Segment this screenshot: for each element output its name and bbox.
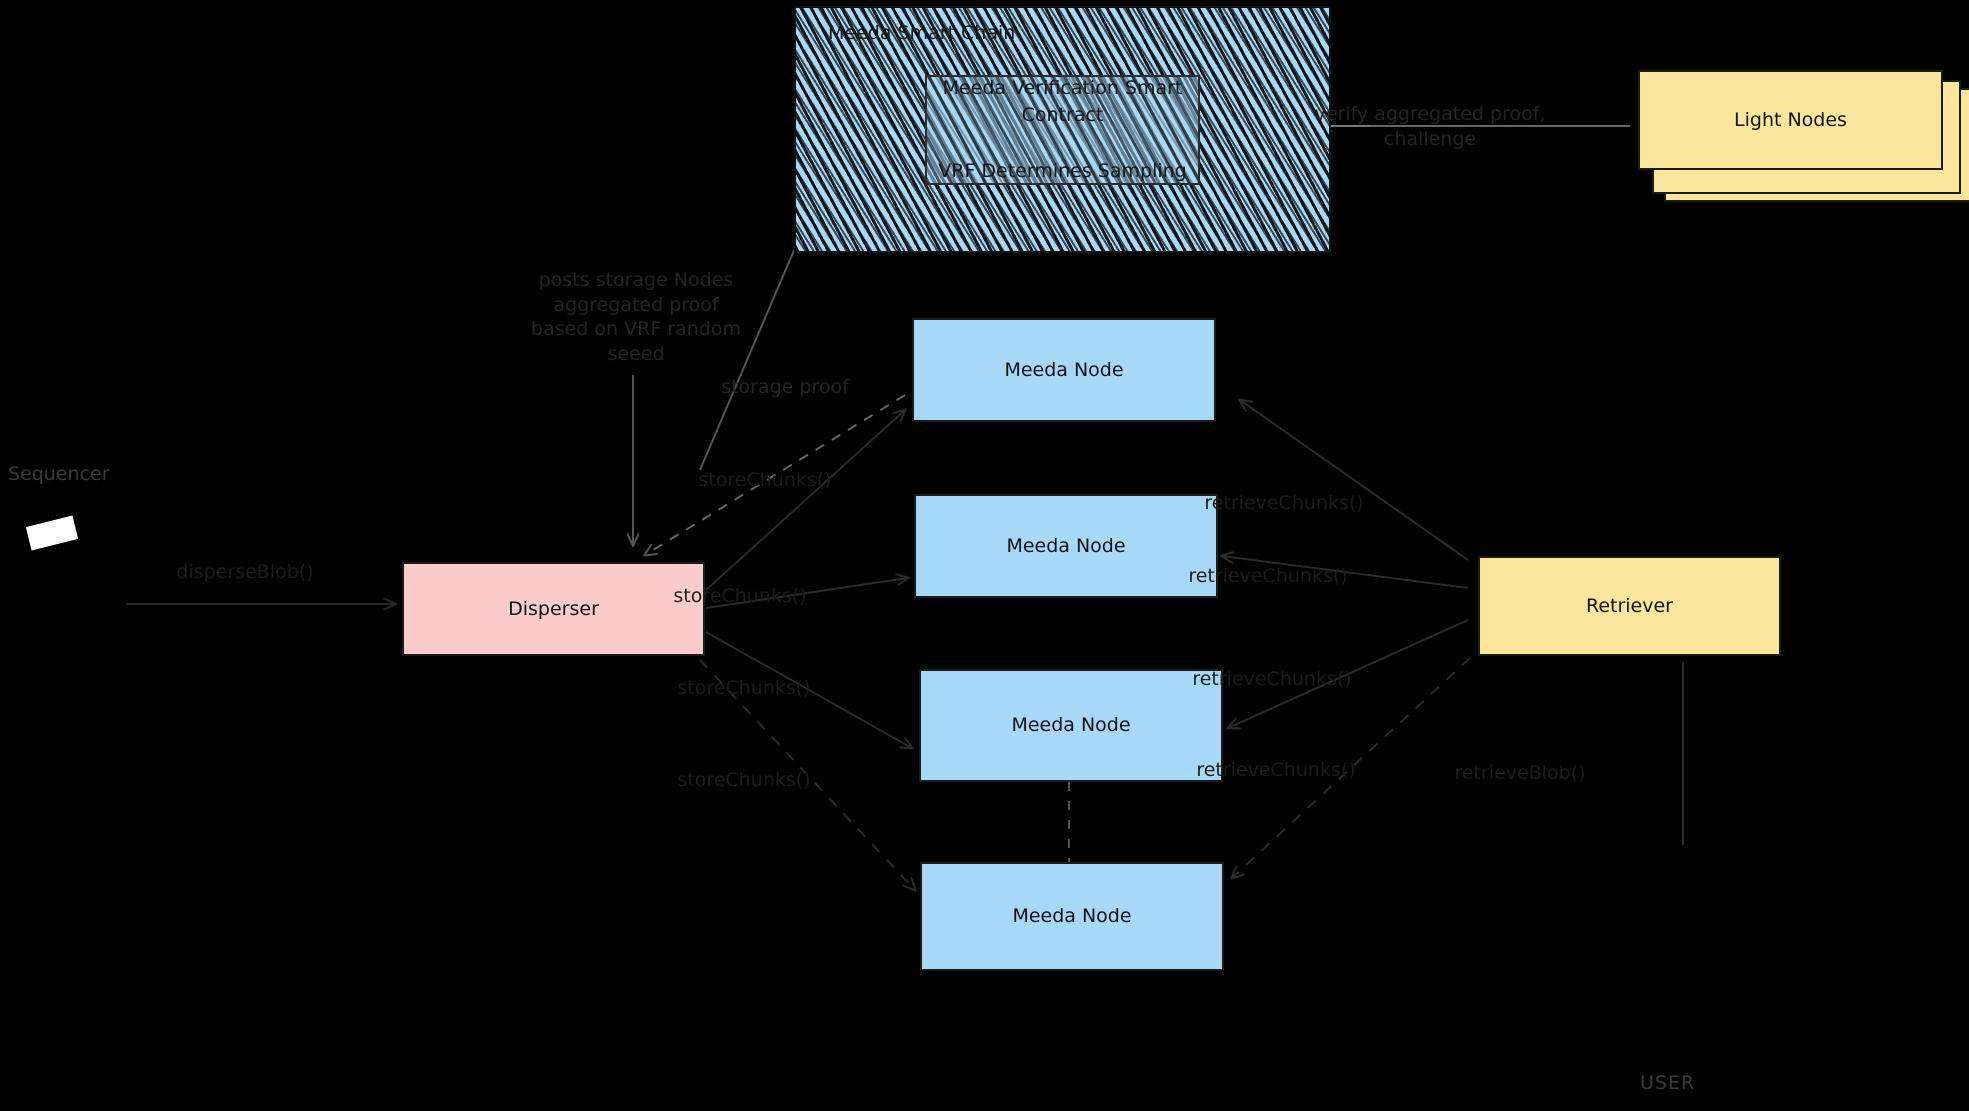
- edge-label-store-chunks-2: storeChunks(): [673, 585, 807, 607]
- edge-label-disperse-blob: disperseBlob(): [176, 561, 314, 583]
- edge-store-chunks-1: [705, 410, 905, 591]
- sequencer-label: Sequencer: [8, 463, 110, 485]
- disperser-box[interactable]: Disperser: [402, 562, 705, 656]
- edge-label-retrieve-chunks-1: retrieveChunks(): [1204, 492, 1364, 514]
- meeda-node-4-box[interactable]: Meeda Node: [920, 862, 1224, 971]
- edge-label-retrieve-chunks-4: retrieveChunks(): [1196, 759, 1356, 781]
- retriever-box[interactable]: Retriever: [1478, 556, 1781, 656]
- edge-retrieve-chunks-1: [1240, 400, 1469, 561]
- sequencer-cursor-icon: [25, 515, 79, 551]
- meeda-smart-chain-title: Meeda Smart Chain: [828, 22, 1016, 44]
- edge-label-store-chunks-3: storeChunks(): [677, 677, 811, 699]
- meeda-node-3-box[interactable]: Meeda Node: [919, 669, 1223, 782]
- meeda-node-1-box[interactable]: Meeda Node: [912, 318, 1216, 422]
- edge-label-retrieve-chunks-3: retrieveChunks(): [1192, 668, 1352, 690]
- edge-label-retrieve-blob: retrieveBlob(): [1454, 762, 1586, 784]
- meeda-verification-contract-box[interactable]: Meeda Verification Smart Contract VRF De…: [925, 75, 1200, 185]
- edge-label-store-chunks-4: storeChunks(): [677, 769, 811, 791]
- edge-label-retrieve-chunks-2: retrieveChunks(): [1188, 565, 1348, 587]
- light-nodes-box[interactable]: Light Nodes: [1638, 70, 1943, 170]
- edge-label-verify-challenge: verify aggregated proof, challenge: [1314, 103, 1546, 150]
- user-label: USER: [1640, 1072, 1696, 1094]
- meeda-node-2-box[interactable]: Meeda Node: [914, 494, 1218, 598]
- edge-label-posts-proof: posts storage Nodes aggregated proof bas…: [531, 269, 741, 366]
- edge-label-store-chunks-1: storeChunks(): [698, 469, 832, 491]
- edge-label-storage-proof: storage proof: [721, 376, 849, 398]
